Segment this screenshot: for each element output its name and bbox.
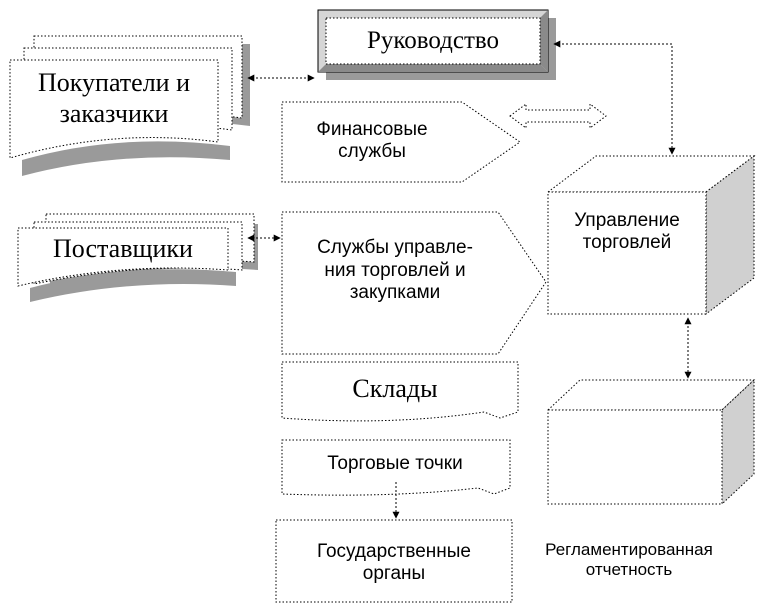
government-agencies-shape [275,519,513,603]
customers-label: Покупатели и заказчики [37,68,191,128]
financial-services-shape [281,101,521,183]
regulated-reporting-label: Регламентированная отчетность [545,539,713,579]
financial-services-label: Финансовые службы [316,118,428,162]
trade-management-label: Управление торговлей [574,209,680,253]
retail-points-label: Торговые точки [327,452,463,474]
retail-points-shape [281,439,511,496]
regulated-reporting-box [546,378,756,506]
suppliers-stack [17,213,258,302]
suppliers-label: Поставщики [53,233,193,263]
trade-procurement-label: Службы управле- ния торговлей и закупкам… [317,237,473,304]
trade-procurement-shape [281,211,547,355]
trade-management-box [546,155,756,315]
management-label: Руководство [366,27,500,55]
warehouses-shape [281,361,519,422]
management-box [317,9,556,80]
management-trade-connector [553,40,676,155]
government-agencies-label: Государственные органы [316,540,472,584]
financial-to-trade-hollow-arrow [509,103,607,129]
warehouses-label: Склады [352,373,438,403]
customers-stack [9,35,250,176]
